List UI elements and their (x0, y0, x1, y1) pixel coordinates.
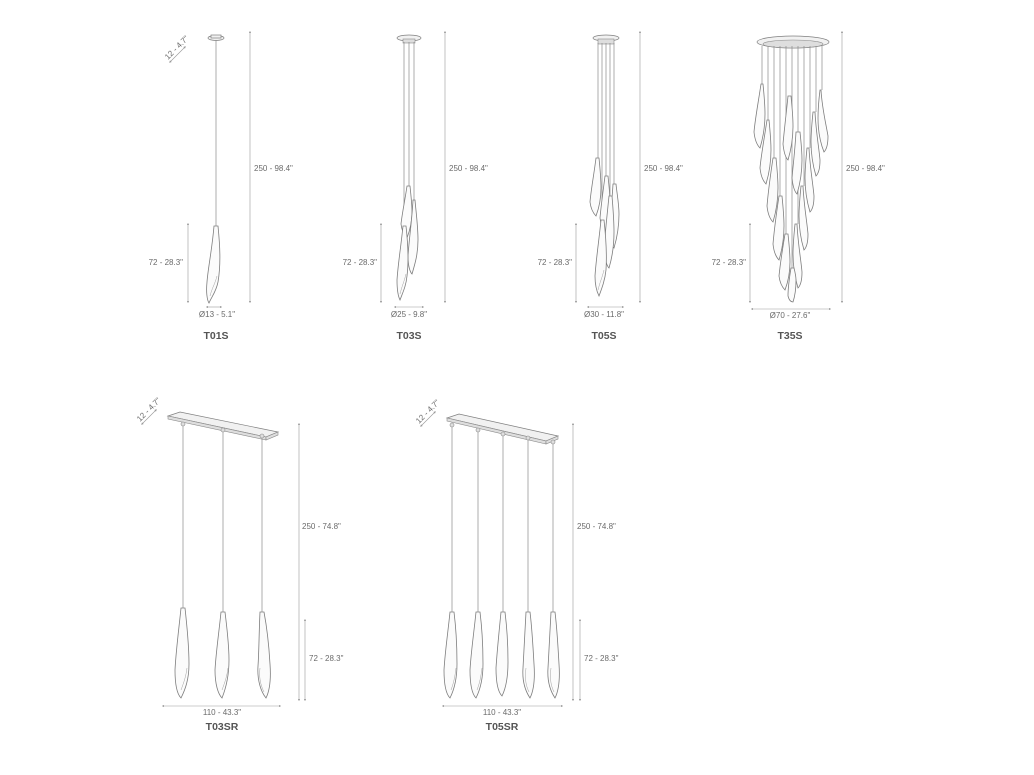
t05s-shades (589, 157, 620, 297)
t35s-model-label: T35S (777, 330, 802, 342)
t05sr-height-dimension: 250 - 74.8" (577, 522, 616, 531)
t05s-width-dimension: Ø30 - 11.8" (584, 310, 624, 319)
t03sr-height-dimension: 250 - 74.8" (302, 522, 341, 531)
model-t35s: 250 - 98.4" 72 - 28.3" Ø70 - 27.6" T35S (712, 30, 885, 342)
t01s-model-label: T01S (203, 330, 228, 342)
t03sr-model-label: T03SR (206, 721, 239, 733)
model-t01s: 12 - 4.7" 250 - 98.4" 72 - 28.3" Ø13 - 5… (149, 30, 293, 342)
t01s-height-dimension: 250 - 98.4" (254, 164, 293, 173)
t35s-cords (761, 46, 823, 268)
t03s-model-label: T03S (396, 330, 421, 342)
t05s-canopy (592, 34, 620, 45)
t35s-height-dimension: 250 - 98.4" (846, 164, 885, 173)
t05s-height-dimension: 250 - 98.4" (644, 164, 683, 173)
t03s-canopy (396, 34, 422, 44)
t35s-shades (753, 83, 829, 303)
t35s-shade-dimension: 72 - 28.3" (712, 258, 747, 267)
t03sr-shades (174, 607, 271, 699)
t01s-shade (206, 225, 221, 304)
t05sr-canopy (445, 413, 560, 445)
t03sr-canopy-dimension: 12 - 4.7" (135, 396, 163, 424)
t03s-shades (396, 185, 419, 301)
t03s-height-dimension: 250 - 98.4" (449, 164, 488, 173)
t05s-model-label: T05S (591, 330, 616, 342)
model-t05sr: 12 - 4.7" 250 - 74.8" 72 - 28.3" 110 - 4… (414, 398, 619, 733)
t03sr-width-dimension: 110 - 43.3" (203, 708, 241, 717)
t03sr-shade-dimension: 72 - 28.3" (309, 654, 344, 663)
t03s-shade-dimension: 72 - 28.3" (343, 258, 378, 267)
t01s-canopy-dimension: 12 - 4.7" (163, 34, 191, 62)
t05sr-model-label: T05SR (486, 721, 519, 733)
t05sr-canopy-dimension: 12 - 4.7" (414, 398, 442, 426)
t05sr-shades (443, 611, 560, 699)
t35s-width-dimension: Ø70 - 27.6" (770, 311, 811, 320)
t35s-canopy (756, 35, 830, 49)
model-t03s: 250 - 98.4" 72 - 28.3" Ø25 - 9.8" T03S (343, 30, 488, 342)
t01s-width-dimension: Ø13 - 5.1" (199, 310, 235, 319)
t03s-width-dimension: Ø25 - 9.8" (391, 310, 427, 319)
t05sr-width-dimension: 110 - 43.3" (483, 708, 521, 717)
model-t05s: 250 - 98.4" 72 - 28.3" Ø30 - 11.8" T05S (538, 30, 683, 342)
t01s-shade-dimension: 72 - 28.3" (149, 258, 184, 267)
t01s-canopy (207, 34, 225, 41)
t05s-shade-dimension: 72 - 28.3" (538, 258, 573, 267)
model-t03sr: 12 - 4.7" 250 - 74.8" 72 - 28.3" 110 - 4… (135, 396, 344, 733)
t05sr-shade-dimension: 72 - 28.3" (584, 654, 619, 663)
